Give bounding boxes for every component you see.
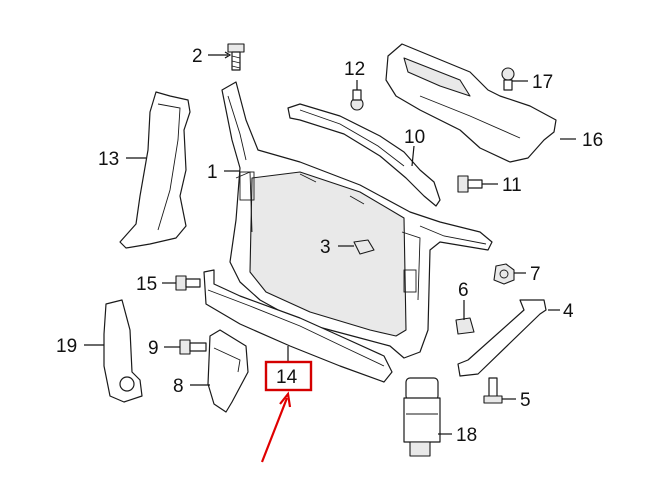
leader-2-arrowhead xyxy=(224,51,232,59)
bolt-part-11[interactable] xyxy=(457,175,483,193)
callout-14: 14 xyxy=(276,367,298,388)
callout-1: 1 xyxy=(207,162,218,183)
callout-11: 11 xyxy=(502,175,522,196)
air-deflector-part-13[interactable] xyxy=(119,91,191,249)
red-arrow-head xyxy=(279,391,292,408)
callout-2: 2 xyxy=(192,46,203,67)
radiator-support-part[interactable] xyxy=(221,81,493,359)
clip-part-12[interactable] xyxy=(350,89,364,111)
bolt-part-5[interactable] xyxy=(483,377,503,404)
bracket-part-8[interactable] xyxy=(207,329,249,413)
clip-part-17[interactable] xyxy=(501,67,515,91)
callout-16: 16 xyxy=(582,130,603,151)
strap-part-4[interactable] xyxy=(457,299,547,377)
leader-lines xyxy=(84,51,576,435)
side-bracket-part-19[interactable] xyxy=(103,299,143,403)
red-arrow-shaft xyxy=(260,397,289,463)
clip-part-3[interactable] xyxy=(353,239,375,255)
callout-3: 3 xyxy=(320,237,331,258)
clip-part-6[interactable] xyxy=(455,317,475,335)
nut-part-7[interactable] xyxy=(493,263,515,285)
callout-5: 5 xyxy=(520,390,531,411)
callout-7: 7 xyxy=(530,264,541,285)
module-part-18[interactable] xyxy=(403,377,441,457)
callout-9: 9 xyxy=(148,338,159,359)
lower-tie-bar-part-14[interactable] xyxy=(203,269,393,383)
reinforcement-part-10[interactable] xyxy=(287,103,441,207)
callout-19: 19 xyxy=(56,336,77,357)
red-pointer-arrow xyxy=(260,391,292,463)
bolt-part-9[interactable] xyxy=(179,339,207,355)
callout-13: 13 xyxy=(98,149,119,170)
callout-4: 4 xyxy=(563,301,574,322)
callout-12: 12 xyxy=(344,59,365,80)
callout-15: 15 xyxy=(136,274,157,295)
callout-10: 10 xyxy=(404,127,425,148)
leader-10 xyxy=(411,145,415,167)
bolt-part-2[interactable] xyxy=(227,43,245,71)
callout-labels: 2 1 3 4 5 6 7 8 9 10 11 12 13 15 16 17 1… xyxy=(56,46,603,446)
callout-6: 6 xyxy=(458,280,469,301)
highlight-box xyxy=(264,360,313,392)
highlighted-callout-14[interactable]: 14 xyxy=(264,360,313,392)
callout-17: 17 xyxy=(532,72,553,93)
callout-18: 18 xyxy=(456,425,477,446)
bolt-part-15[interactable] xyxy=(175,275,201,291)
cover-panel-part-16[interactable] xyxy=(385,43,557,163)
callout-8: 8 xyxy=(173,376,184,397)
